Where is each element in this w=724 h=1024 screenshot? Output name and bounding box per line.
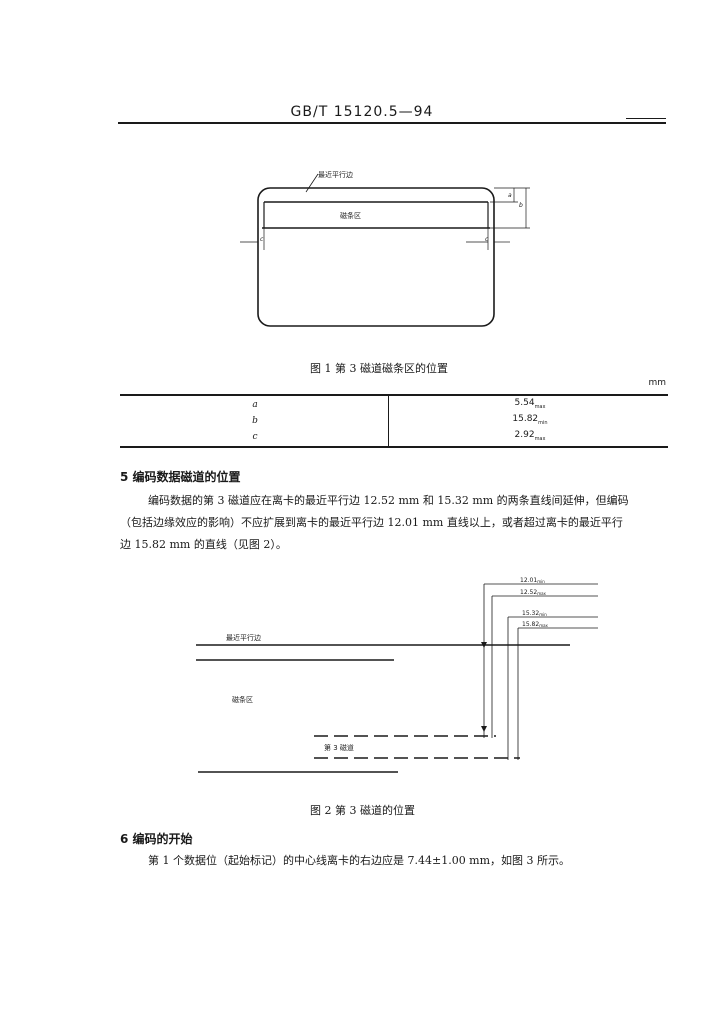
callout-label: 最近平行边 [318, 170, 353, 179]
dim-12-52-value: 12.52 [520, 589, 537, 596]
figure-1-caption: 图 1 第 3 磁道磁条区的位置 [310, 362, 448, 375]
dim-12-01-label: 12.01min [520, 577, 545, 584]
callout-leader [305, 173, 319, 193]
table-value-qualifier: min [538, 419, 548, 426]
dim-b-label: b [519, 202, 523, 209]
table-column-divider [388, 394, 389, 446]
section-5-line-1: 编码数据的第 3 磁道应在离卡的最近平行边 12.52 mm 和 15.32 m… [148, 494, 629, 507]
dim-12-52-label: 12.52max [520, 589, 547, 596]
dim-12-01-qualifier: min [537, 579, 545, 584]
dim-c-right-label: c [485, 236, 489, 243]
table-row-value: 2.92max [500, 430, 560, 442]
stripe-label: 磁条区 [340, 211, 361, 220]
dim-15-32-value: 15.32 [522, 610, 539, 617]
dim-15-82-label: 15.82max [522, 621, 549, 628]
table-value-number: 5.54 [514, 398, 535, 408]
table-row-value: 15.82min [500, 414, 560, 426]
table-value-number: 15.82 [512, 414, 539, 424]
table-top-rule [120, 394, 668, 396]
table-unit: mm [648, 378, 666, 388]
dim-c-left-label: c [260, 236, 264, 243]
stripe-label: 磁条区 [232, 695, 253, 704]
section-5-line-3: 边 15.82 mm 的直线（见图 2）。 [120, 538, 287, 551]
section-5-heading: 5 编码数据磁道的位置 [120, 470, 241, 484]
section-5-line-2: （包括边缘效应的影响）不应扩展到离卡的最近平行边 12.01 mm 直线以上，或… [120, 516, 623, 529]
dim-15-32-label: 15.32min [522, 610, 547, 617]
dim-15-32-qualifier: min [539, 612, 547, 617]
standard-code: GB/T 15120.5—94 [290, 104, 434, 120]
arrow-head [481, 726, 487, 732]
card-outline [257, 187, 495, 327]
dim-a-label: a [508, 192, 512, 199]
table-bottom-rule [120, 446, 668, 448]
table-row-value: 5.54max [500, 398, 560, 410]
header-rule-short [626, 118, 666, 119]
table-value-qualifier: max [534, 403, 546, 410]
table-row-param: a [252, 400, 258, 410]
section-6-paragraph: 第 1 个数据位（起始标记）的中心线离卡的右边应是 7.44±1.00 mm，如… [148, 854, 571, 867]
section-6-heading: 6 编码的开始 [120, 832, 193, 846]
dim-15-82-qualifier: max [539, 623, 548, 628]
edge-label: 最近平行边 [226, 633, 261, 642]
table-value-qualifier: max [534, 435, 546, 442]
figure-2-caption: 图 2 第 3 磁道的位置 [310, 804, 415, 817]
header-rule [118, 122, 666, 124]
dim-12-01-value: 12.01 [520, 577, 537, 584]
track-label: 第 3 磁道 [324, 743, 354, 752]
table-row-param: b [252, 416, 258, 426]
dim-12-52-qualifier: max [537, 591, 546, 596]
dim-15-82-value: 15.82 [522, 621, 539, 628]
table-row-param: c [252, 432, 258, 442]
table-value-number: 2.92 [514, 430, 535, 440]
